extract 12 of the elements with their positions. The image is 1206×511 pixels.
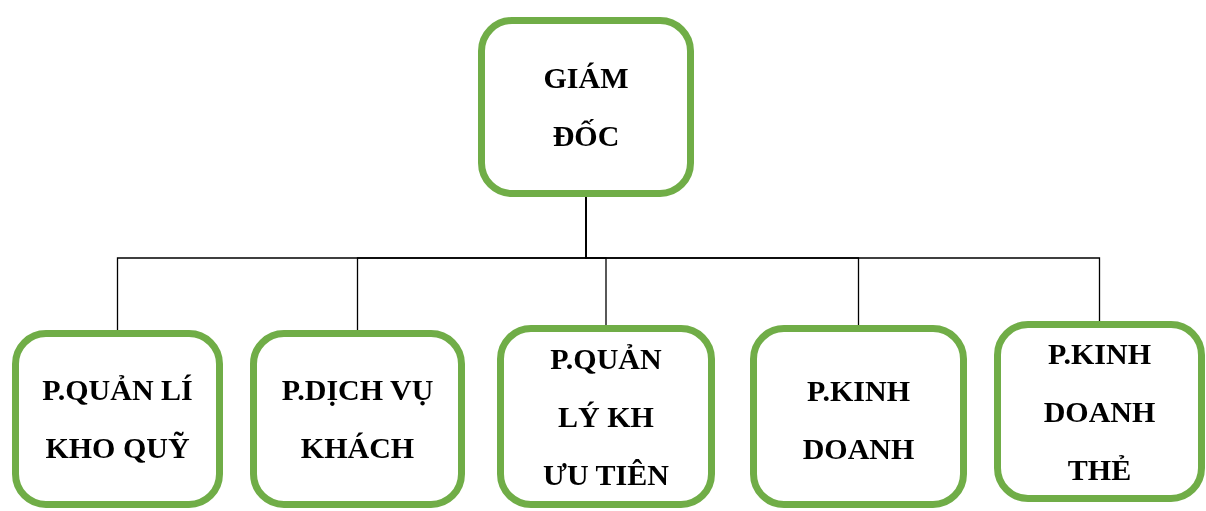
department-box: [750, 325, 967, 508]
box-label: P.DỊCH VỤ KHÁCH: [280, 372, 435, 466]
department-box: [994, 321, 1205, 502]
box-label: P.QUẢN LÝ KH ƯU TIÊN: [542, 340, 670, 493]
box-label: GIÁM ĐỐC: [542, 60, 630, 154]
department-box: [12, 330, 223, 508]
box-label: P.KINH DOANH: [801, 373, 916, 467]
department-box: [497, 325, 715, 508]
box-label: P.QUẢN LÍ KHO QUỸ: [41, 372, 194, 466]
director-box: [478, 17, 694, 197]
department-box: [250, 330, 465, 508]
box-label: P.KINH DOANH THẺ: [1042, 335, 1157, 488]
